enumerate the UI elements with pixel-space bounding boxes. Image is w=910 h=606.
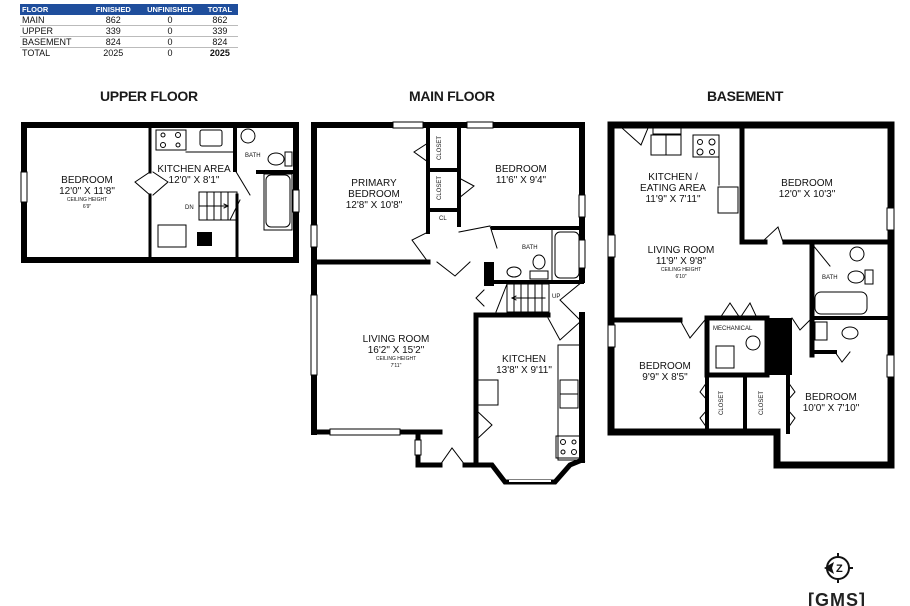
col-header-total: TOTAL	[201, 4, 238, 15]
room-dimensions: 12'0" X 8'1"	[168, 175, 220, 186]
cell-unfinished: 0	[138, 36, 202, 48]
room-dimensions: 10'0" X 7'10"	[802, 403, 860, 414]
gms-logo: [GMS]	[808, 590, 866, 606]
basement-bath-label: BATH	[822, 275, 838, 281]
room-name: BEDROOM	[639, 361, 691, 372]
basement-kitchen-label: KITCHEN / EATING AREA 11'9" X 7'11"	[640, 172, 706, 205]
main-floor-title: MAIN FLOOR	[409, 88, 495, 104]
basement-plan	[607, 121, 895, 469]
cell-floor: UPPER	[20, 25, 89, 37]
room-name-2: BEDROOM	[348, 189, 400, 200]
room-name: LIVING ROOM	[647, 245, 715, 256]
cell-finished: 2025	[103, 48, 124, 58]
mechanical-label: MECHANICAL	[713, 326, 753, 332]
stairs-up-label: UP	[552, 294, 561, 300]
cell-unfinished: 0	[167, 48, 173, 58]
cell-floor: BASEMENT	[20, 36, 89, 48]
room-name-2: EATING AREA	[640, 183, 706, 194]
room-name: KITCHEN /	[648, 172, 698, 183]
main-bath-label: BATH	[522, 245, 538, 251]
cell-total: 339	[201, 25, 238, 37]
basement-closet-2-label: CLOSET	[759, 390, 766, 416]
basement-bedroom-3-label: BEDROOM 10'0" X 7'10"	[803, 392, 860, 414]
basement-living-room-label: LIVING ROOM 11'9" X 9'8" CEILING HEIGHT …	[648, 245, 715, 280]
room-dimensions: 11'6" X 9'4"	[495, 175, 547, 186]
upper-floor-plan	[20, 122, 300, 263]
room-dimensions: 9'9" X 8'5"	[642, 372, 688, 383]
ceiling-height-label: CEILING HEIGHT	[660, 267, 702, 273]
basement-closet-1-label: CLOSET	[719, 390, 726, 416]
main-floor-plan	[310, 121, 586, 485]
basement-title: BASEMENT	[707, 88, 784, 104]
room-dimensions: 12'8" X 10'8"	[345, 200, 403, 211]
main-closet-2-label: CLOSET	[437, 175, 444, 201]
ceiling-height-label: CEILING HEIGHT	[66, 197, 108, 203]
cell-finished: 862	[88, 15, 139, 26]
living-room-label: LIVING ROOM 16'2" X 15'2" CEILING HEIGHT…	[363, 334, 430, 369]
room-name: BEDROOM	[781, 178, 833, 189]
col-header-finished: FINISHED	[88, 4, 139, 15]
cell-finished: 339	[88, 25, 139, 37]
upper-bedroom-label: BEDROOM 12'0" X 11'8" CEILING HEIGHT 6'9…	[59, 175, 115, 210]
upper-bath-label: BATH	[245, 153, 261, 159]
cell-total: 2025	[209, 48, 230, 58]
room-name: KITCHEN AREA	[157, 164, 231, 175]
basement-bedroom-1-label: BEDROOM 12'0" X 10'3"	[779, 178, 836, 200]
ceiling-height-label: CEILING HEIGHT	[375, 356, 417, 362]
svg-text:Z: Z	[836, 563, 843, 575]
cell-unfinished: 0	[138, 25, 202, 37]
room-dimensions: 11'9" X 9'8"	[655, 256, 707, 267]
ceiling-height-value: 6'10"	[675, 273, 687, 280]
table-row-total: TOTAL 2025 0 2025	[20, 48, 238, 59]
room-dimensions: 13'8" X 9'11"	[496, 365, 552, 376]
room-name: BEDROOM	[805, 392, 857, 403]
main-closet-1-label: CLOSET	[437, 135, 444, 161]
main-cl-label: CL	[439, 216, 447, 222]
room-dimensions: 12'0" X 10'3"	[778, 189, 836, 200]
room-name: KITCHEN	[502, 354, 546, 365]
room-name: BEDROOM	[495, 164, 547, 175]
upper-floor-title: UPPER FLOOR	[100, 88, 198, 104]
table-row: BASEMENT 824 0 824	[20, 36, 238, 48]
room-name: LIVING ROOM	[362, 334, 430, 345]
ceiling-height-value: 7'11"	[390, 362, 402, 369]
table-header-row: FLOOR FINISHED UNFINISHED TOTAL	[20, 4, 238, 15]
col-header-floor: FLOOR	[20, 4, 89, 15]
room-dimensions: 11'9" X 7'11"	[645, 194, 701, 205]
cell-unfinished: 0	[138, 15, 202, 26]
table-row: MAIN 862 0 862	[20, 15, 238, 26]
basement-bedroom-2-label: BEDROOM 9'9" X 8'5"	[639, 361, 691, 383]
cell-total: 824	[201, 36, 238, 48]
north-compass-icon: Z	[821, 551, 855, 590]
room-name: BEDROOM	[61, 175, 113, 186]
room-name: PRIMARY	[351, 178, 397, 189]
table-row: UPPER 339 0 339	[20, 25, 238, 37]
main-kitchen-label: KITCHEN 13'8" X 9'11"	[496, 354, 552, 376]
room-dimensions: 12'0" X 11'8"	[59, 186, 115, 197]
ceiling-height-value: 6'9"	[82, 203, 92, 210]
col-header-unfinished: UNFINISHED	[138, 4, 202, 15]
cell-finished: 824	[88, 36, 139, 48]
room-dimensions: 16'2" X 15'2"	[367, 345, 425, 356]
stairs-down-label: DN	[185, 205, 194, 211]
cell-floor: MAIN	[20, 15, 89, 26]
upper-kitchen-label: KITCHEN AREA 12'0" X 8'1"	[157, 164, 230, 186]
area-summary-table: FLOOR FINISHED UNFINISHED TOTAL MAIN 862…	[20, 4, 238, 58]
primary-bedroom-label: PRIMARY BEDROOM 12'8" X 10'8"	[346, 178, 403, 211]
cell-total: 862	[201, 15, 238, 26]
main-bedroom-label: BEDROOM 11'6" X 9'4"	[495, 164, 547, 186]
cell-floor: TOTAL	[22, 48, 51, 58]
